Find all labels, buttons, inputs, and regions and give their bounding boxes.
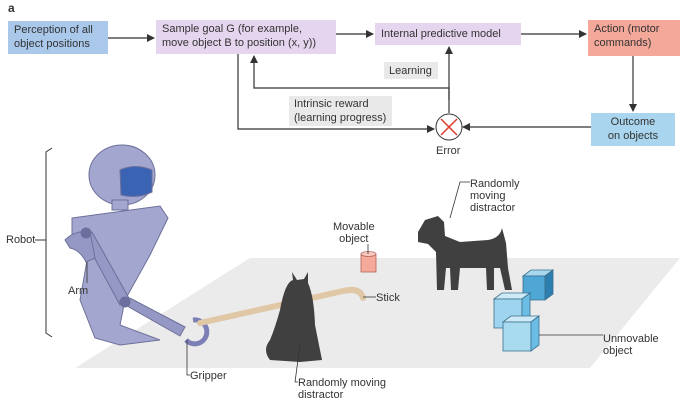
stick-icon (197, 286, 366, 326)
arrow-error-to-goal (250, 55, 450, 100)
movable-object-line-1: Movable (333, 221, 375, 233)
sample-goal-box: Sample goal G (for example, move object … (156, 20, 336, 54)
cat-distractor-line-2: distractor (298, 389, 344, 401)
cat-distractor-label: Randomly moving distractor (298, 377, 386, 401)
cat-distractor-line-1: Randomly moving (298, 377, 387, 389)
robot-left-arm (64, 231, 96, 263)
stick-label: Stick (376, 292, 400, 304)
error-icon (435, 113, 463, 141)
outcome-box: Outcome on objects (591, 113, 675, 146)
leader-lines (86, 181, 603, 383)
movable-object-line-2: object (339, 233, 369, 245)
robot-bracket (45, 147, 53, 338)
movable-object-icon (360, 251, 377, 273)
dog-distractor-label: Randomly moving distractor (470, 178, 520, 214)
floor (75, 258, 680, 368)
robot-elbow-joint (119, 296, 131, 308)
sample-goal-line-1: Sample goal G (for example, (162, 23, 303, 35)
robot-label: Robot (6, 234, 36, 246)
perception-line-2: object positions (14, 38, 90, 50)
unmovable-object-label: Unmovable object (603, 333, 659, 357)
outcome-line-1: Outcome (610, 116, 656, 128)
robot-shoulder-joint (80, 227, 92, 239)
unmovable-object-icon (492, 269, 555, 352)
learning-label: Learning (384, 62, 438, 79)
action-box: Action (motor commands) (588, 20, 680, 56)
robot-neck (111, 199, 129, 211)
unmovable-object-line-2: object (603, 345, 633, 357)
robot-face-icon (119, 166, 153, 197)
dog-icon (418, 216, 512, 290)
unmovable-object-line-1: Unmovable (603, 333, 659, 345)
perception-line-1: Perception of all (14, 24, 93, 36)
cat-icon (266, 272, 322, 362)
arm-label: Arm (68, 285, 89, 297)
perception-box: Perception of all object positions (8, 21, 108, 54)
sample-goal-line-2: move object B to position (x, y)) (162, 37, 317, 49)
robot-illustration (64, 144, 210, 347)
intrinsic-reward-line-2: (learning progress) (294, 112, 387, 124)
action-line-1: Action (motor (594, 23, 660, 35)
internal-model-box: Internal predictive model (375, 23, 521, 45)
outcome-line-2: on objects (607, 130, 659, 142)
gripper-label: Gripper (190, 370, 227, 382)
error-label: Error (436, 145, 461, 157)
dog-distractor-line-3: distractor (470, 202, 516, 214)
intrinsic-reward-line-1: Intrinsic reward (294, 98, 369, 110)
arrow-goal-to-error (237, 54, 435, 133)
panel-label: a (8, 1, 15, 15)
movable-object-label: Movable object (333, 221, 375, 245)
dog-distractor-line-1: Randomly (470, 178, 520, 190)
flow-arrows (108, 30, 637, 133)
intrinsic-reward-label: Intrinsic reward (learning progress) (289, 96, 392, 126)
action-line-2: commands) (594, 37, 652, 49)
dog-distractor-line-2: moving (470, 190, 506, 202)
